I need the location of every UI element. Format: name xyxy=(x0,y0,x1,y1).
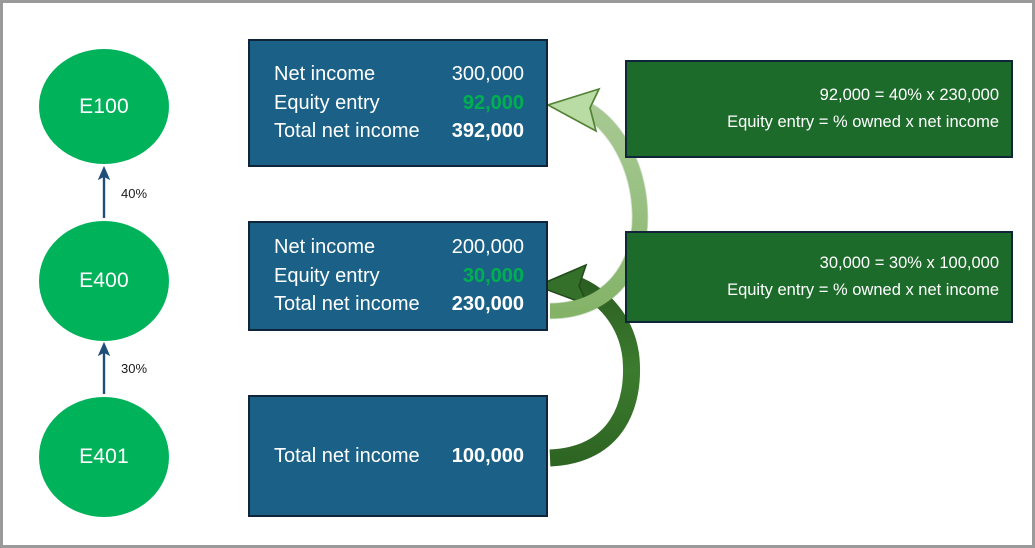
fin-label: Net income xyxy=(274,63,376,86)
fin-value-total: 230,000 xyxy=(451,293,524,316)
fin-value-equity: 30,000 xyxy=(462,264,524,287)
financial-box-e401: Total net income 100,000 xyxy=(248,395,548,517)
fin-label: Total net income xyxy=(274,444,420,467)
formula-line-calc: 92,000 = 40% x 230,000 xyxy=(819,86,999,105)
formula-line-calc: 30,000 = 30% x 100,000 xyxy=(819,254,999,273)
entity-circle-e401[interactable]: E401 xyxy=(39,397,169,517)
entity-circle-e100[interactable]: E100 xyxy=(39,49,169,164)
flow-arrow-dark xyxy=(534,263,641,467)
entity-label-e400: E400 xyxy=(79,269,129,292)
entity-label-e100: E100 xyxy=(79,94,129,118)
formula-line-rule: Equity entry = % owned x net income xyxy=(727,281,999,299)
fin-label: Total net income xyxy=(274,293,420,316)
fin-value-total: 392,000 xyxy=(451,120,524,143)
fin-row: Equity entry 92,000 xyxy=(274,89,524,117)
fin-row: Net income 200,000 xyxy=(274,233,524,261)
fin-value: 200,000 xyxy=(451,236,524,259)
financial-box-e100: Net income 300,000 Equity entry 92,000 T… xyxy=(248,39,548,167)
fin-value-total: 100,000 xyxy=(451,444,524,467)
fin-label: Equity entry xyxy=(274,91,380,114)
formula-note-e400: 30,000 = 30% x 100,000 Equity entry = % … xyxy=(625,231,1013,323)
fin-row: Total net income 392,000 xyxy=(274,117,524,145)
fin-label: Equity entry xyxy=(274,264,380,287)
formula-line-rule: Equity entry = % owned x net income xyxy=(727,113,999,131)
fin-value-equity: 92,000 xyxy=(462,91,524,114)
fin-row: Total net income 100,000 xyxy=(274,442,524,470)
fin-row: Total net income 230,000 xyxy=(274,290,524,318)
entity-label-e401: E401 xyxy=(79,445,129,468)
diagram-stage: E100 E400 E401 40% 30% Net income 300,00… xyxy=(3,3,1032,545)
ownership-label-30: 30% xyxy=(121,361,148,376)
fin-label: Total net income xyxy=(274,120,420,143)
fin-row: Equity entry 30,000 xyxy=(274,262,524,290)
fin-row: Net income 300,000 xyxy=(274,60,524,88)
entity-circle-e400[interactable]: E400 xyxy=(39,221,169,341)
fin-label: Net income xyxy=(274,236,376,259)
financial-box-e400: Net income 200,000 Equity entry 30,000 T… xyxy=(248,221,548,331)
fin-value: 300,000 xyxy=(451,63,524,86)
formula-note-e100: 92,000 = 40% x 230,000 Equity entry = % … xyxy=(625,60,1013,158)
ownership-label-40: 40% xyxy=(121,186,148,201)
